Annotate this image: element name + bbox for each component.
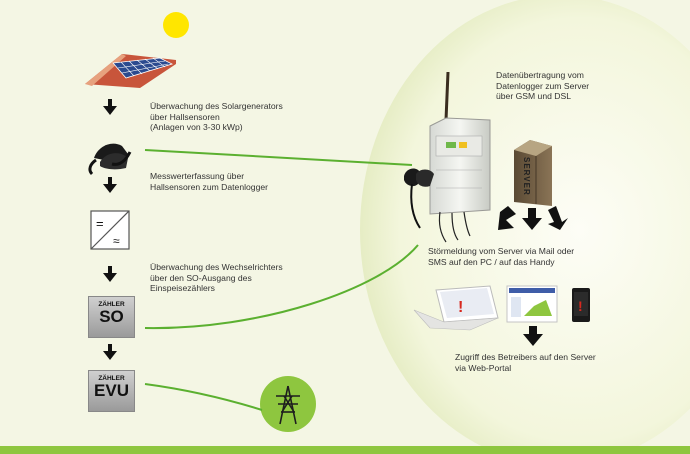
svg-text:=: = — [96, 216, 104, 231]
power-pylon-icon — [260, 376, 316, 432]
svg-text:≈: ≈ — [113, 234, 120, 248]
data-transfer-text: Datenübertragung vom Datenlogger zum Ser… — [496, 70, 590, 101]
flow-arrow — [103, 177, 117, 193]
background-circle — [360, 0, 690, 454]
flow-arrow — [103, 266, 117, 282]
server-icon — [514, 140, 552, 206]
phone-alert-icon: ! — [572, 288, 590, 322]
so-meter: ZÄHLER SO — [88, 296, 135, 338]
bottom-bar — [0, 446, 690, 454]
connection-line — [144, 149, 419, 411]
server-label: SERVER — [522, 157, 531, 196]
svg-text:!: ! — [458, 299, 463, 316]
hall-sensor-clamp-icon — [88, 143, 132, 176]
fault-message-text: Störmeldung vom Server via Mail oder SMS… — [428, 246, 575, 267]
measurement-text: Messwerterfassung über Hallsensoren zum … — [150, 171, 268, 192]
inverter-icon: = ≈ — [90, 210, 130, 250]
data-logger-icon — [404, 71, 491, 243]
solar-roof-icon — [85, 54, 176, 88]
so-meter-label: SO — [99, 307, 124, 326]
operator-access-text: Zugriff des Betreibers auf den Server vi… — [455, 352, 596, 373]
alert-arrow — [522, 208, 542, 230]
so-meter-caption: ZÄHLER — [98, 301, 125, 308]
solar-monitoring-text: Überwachung des Solargenerators über Hal… — [150, 101, 283, 132]
evu-meter-caption: ZÄHLER — [98, 375, 125, 382]
sun-icon — [163, 12, 189, 38]
evu-meter: ZÄHLER EVU — [88, 370, 135, 412]
alert-arrow — [548, 206, 568, 230]
laptop-alert-icon: ! — [413, 285, 499, 331]
evu-meter-label: EVU — [94, 381, 129, 400]
svg-text:!: ! — [578, 298, 583, 314]
alert-arrow — [498, 206, 516, 230]
web-portal-screen-icon — [506, 285, 558, 323]
flow-arrow — [523, 326, 543, 346]
flow-arrow — [103, 99, 117, 115]
flow-arrow — [103, 344, 117, 360]
inverter-monitoring-text: Überwachung des Wechselrichters über den… — [150, 262, 283, 293]
